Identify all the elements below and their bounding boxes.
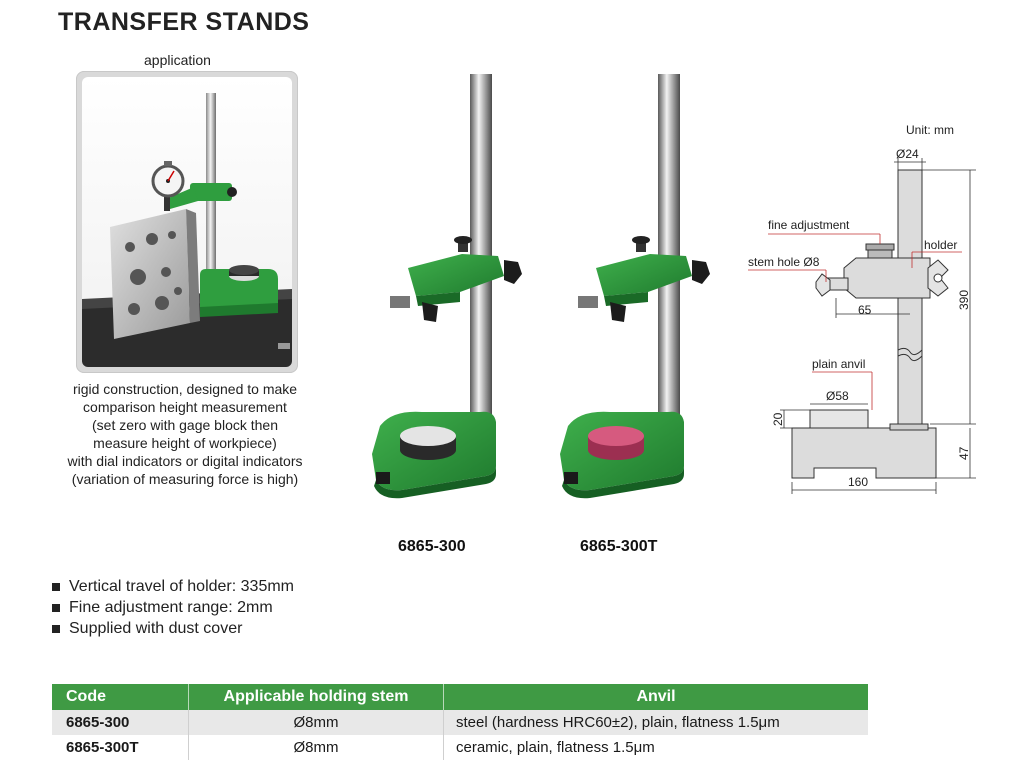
dim-390: 390 — [957, 290, 971, 310]
spec-table: Code Applicable holding stem Anvil 6865-… — [52, 684, 868, 760]
page-title: TRANSFER STANDS — [58, 8, 310, 36]
dim-dia24: Ø24 — [896, 147, 919, 161]
description-line: with dial indicators or digital indicato… — [67, 453, 303, 469]
column-header-anvil: Anvil — [443, 684, 868, 710]
fine-adjustment-knob — [632, 236, 650, 244]
column-header-stem: Applicable holding stem — [188, 684, 444, 710]
cell-code: 6865-300T — [52, 735, 189, 760]
model-label-6865-300T: 6865-300T — [580, 538, 658, 555]
anvil — [588, 426, 644, 446]
product-image-6865-300T — [560, 74, 710, 499]
description-line: (set zero with gage block then — [92, 417, 278, 433]
dimension-drawing: Unit: mm Ø24 fine adjustment holder stem… — [748, 123, 976, 494]
table-header-row: Code Applicable holding stem Anvil — [52, 684, 868, 710]
cell-stem: Ø8mm — [188, 710, 444, 735]
fine-adjustment-knob — [454, 236, 472, 244]
table-row: 6865-300 Ø8mm steel (hardness HRC60±2), … — [52, 710, 868, 735]
bullet-icon — [52, 582, 60, 591]
stand-rod — [470, 74, 492, 434]
fine-adjustment-label: fine adjustment — [768, 218, 850, 232]
description-line: (variation of measuring force is high) — [71, 471, 299, 487]
feature-item: Supplied with dust cover — [52, 618, 294, 639]
cell-anvil: steel (hardness HRC60±2), plain, flatnes… — [443, 710, 868, 735]
anvil — [400, 426, 456, 446]
feature-list: Vertical travel of holder: 335mm Fine ad… — [52, 576, 294, 639]
application-photo-illustration — [82, 93, 292, 367]
bullet-icon — [52, 624, 60, 633]
cell-code: 6865-300 — [52, 710, 189, 735]
holder — [596, 254, 692, 296]
bullet-icon — [52, 603, 60, 612]
model-label-6865-300: 6865-300 — [398, 538, 466, 555]
description-line: measure height of workpiece) — [93, 435, 277, 451]
holder-label: holder — [924, 238, 957, 252]
dim-20: 20 — [771, 412, 785, 426]
dim-dia58: Ø58 — [826, 389, 849, 403]
plain-anvil-label: plain anvil — [812, 357, 865, 371]
description-line: rigid construction, designed to make — [72, 381, 298, 397]
dim-65: 65 — [858, 303, 872, 317]
description-block: rigid construction, designed to make com… — [40, 380, 330, 488]
unit-label: Unit: mm — [906, 123, 954, 137]
feature-item: Fine adjustment range: 2mm — [52, 597, 294, 618]
application-photo — [76, 71, 298, 373]
table-row: 6865-300T Ø8mm ceramic, plain, flatness … — [52, 735, 868, 760]
product-image-6865-300 — [372, 74, 522, 499]
holder — [408, 254, 504, 296]
dim-47: 47 — [957, 446, 971, 460]
stem-hole-label: stem hole Ø8 — [748, 255, 820, 269]
cell-stem: Ø8mm — [188, 735, 444, 760]
application-label: application — [144, 52, 211, 68]
cell-anvil: ceramic, plain, flatness 1.5μm — [443, 735, 868, 760]
column-header-code: Code — [52, 684, 189, 710]
dim-160: 160 — [848, 475, 868, 489]
feature-item: Vertical travel of holder: 335mm — [52, 576, 294, 597]
description-line: comparison height measurement — [83, 399, 287, 415]
stand-rod — [658, 74, 680, 434]
